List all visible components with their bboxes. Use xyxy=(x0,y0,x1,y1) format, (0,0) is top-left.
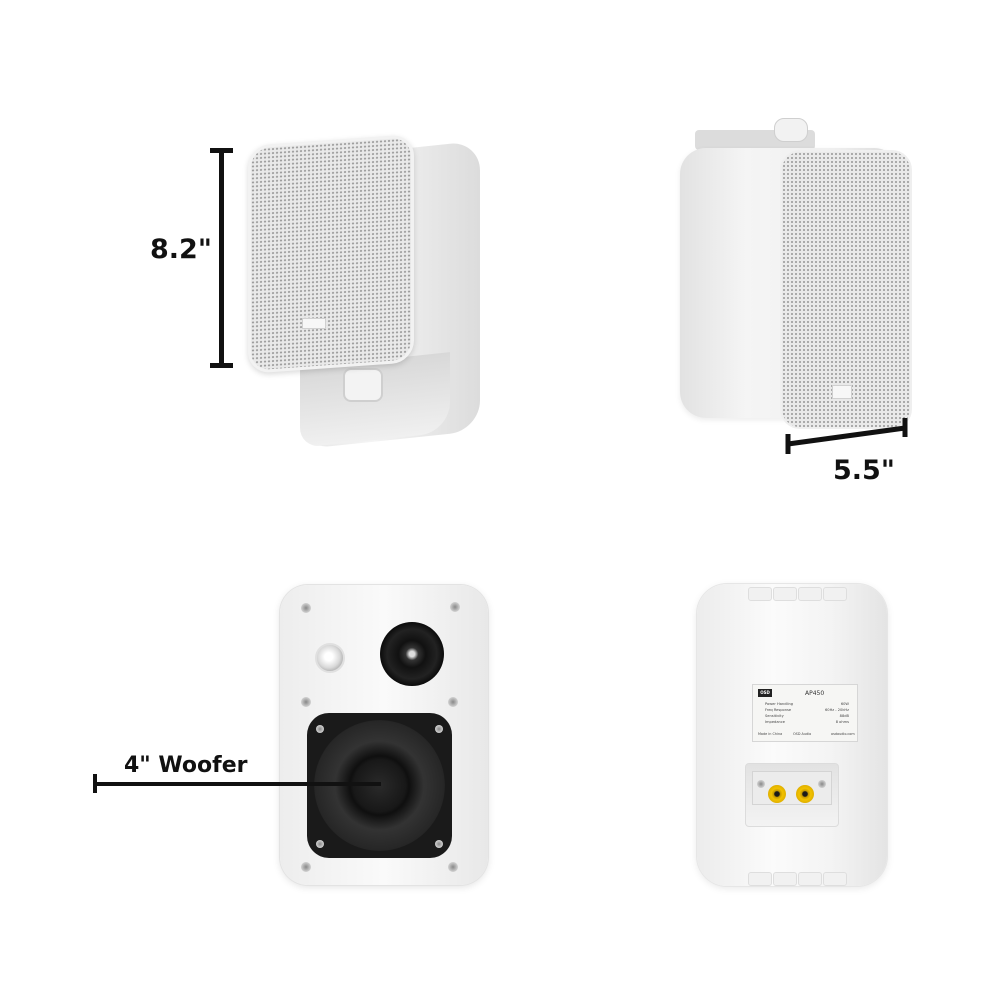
woofer-callout-label: 4" Woofer xyxy=(124,753,248,778)
width-dimension-label: 5.5" xyxy=(833,455,895,486)
bottom-ridge xyxy=(748,872,772,886)
terminal-plate xyxy=(752,771,832,805)
led-indicator xyxy=(315,643,345,673)
height-dimension-cap-bottom xyxy=(210,363,233,368)
label-footer-origin: Made in China xyxy=(758,732,783,736)
screw-icon xyxy=(301,862,311,872)
width-dimension-line xyxy=(785,418,908,454)
bracket-knob xyxy=(774,118,808,142)
binding-post-negative xyxy=(796,785,814,803)
model-number: AP450 xyxy=(805,690,825,697)
bottom-ridge xyxy=(798,872,822,886)
label-footer-url: osdaudio.com xyxy=(831,732,855,736)
top-ridge xyxy=(773,587,797,601)
label-footer-brand: OSD Audio xyxy=(793,732,812,736)
speaker-grille xyxy=(780,150,912,429)
tweeter xyxy=(380,622,444,686)
height-dimension-cap-top xyxy=(210,148,233,153)
woofer-callout-cap xyxy=(93,774,97,793)
top-ridge xyxy=(823,587,847,601)
screw-icon xyxy=(435,840,443,848)
screw-icon xyxy=(435,725,443,733)
screw-icon xyxy=(450,602,460,612)
screw-icon xyxy=(301,603,311,613)
speaker-grille xyxy=(248,134,414,374)
screw-icon xyxy=(448,697,458,707)
height-dimension-label: 8.2" xyxy=(150,234,212,265)
bottom-ridge xyxy=(823,872,847,886)
bracket-knob xyxy=(343,368,383,402)
screw-icon xyxy=(316,840,324,848)
screw-icon xyxy=(316,725,324,733)
binding-post-positive xyxy=(768,785,786,803)
screw-icon xyxy=(448,862,458,872)
brand-logo: OSD xyxy=(758,689,772,697)
screw-icon xyxy=(818,780,826,788)
height-dimension-line xyxy=(219,150,224,366)
screw-icon xyxy=(301,697,311,707)
bottom-ridge xyxy=(773,872,797,886)
woofer-callout-line xyxy=(95,782,381,786)
screw-icon xyxy=(757,780,765,788)
top-ridge xyxy=(748,587,772,601)
top-ridge xyxy=(798,587,822,601)
brand-badge xyxy=(832,385,852,399)
brand-badge xyxy=(302,318,326,329)
